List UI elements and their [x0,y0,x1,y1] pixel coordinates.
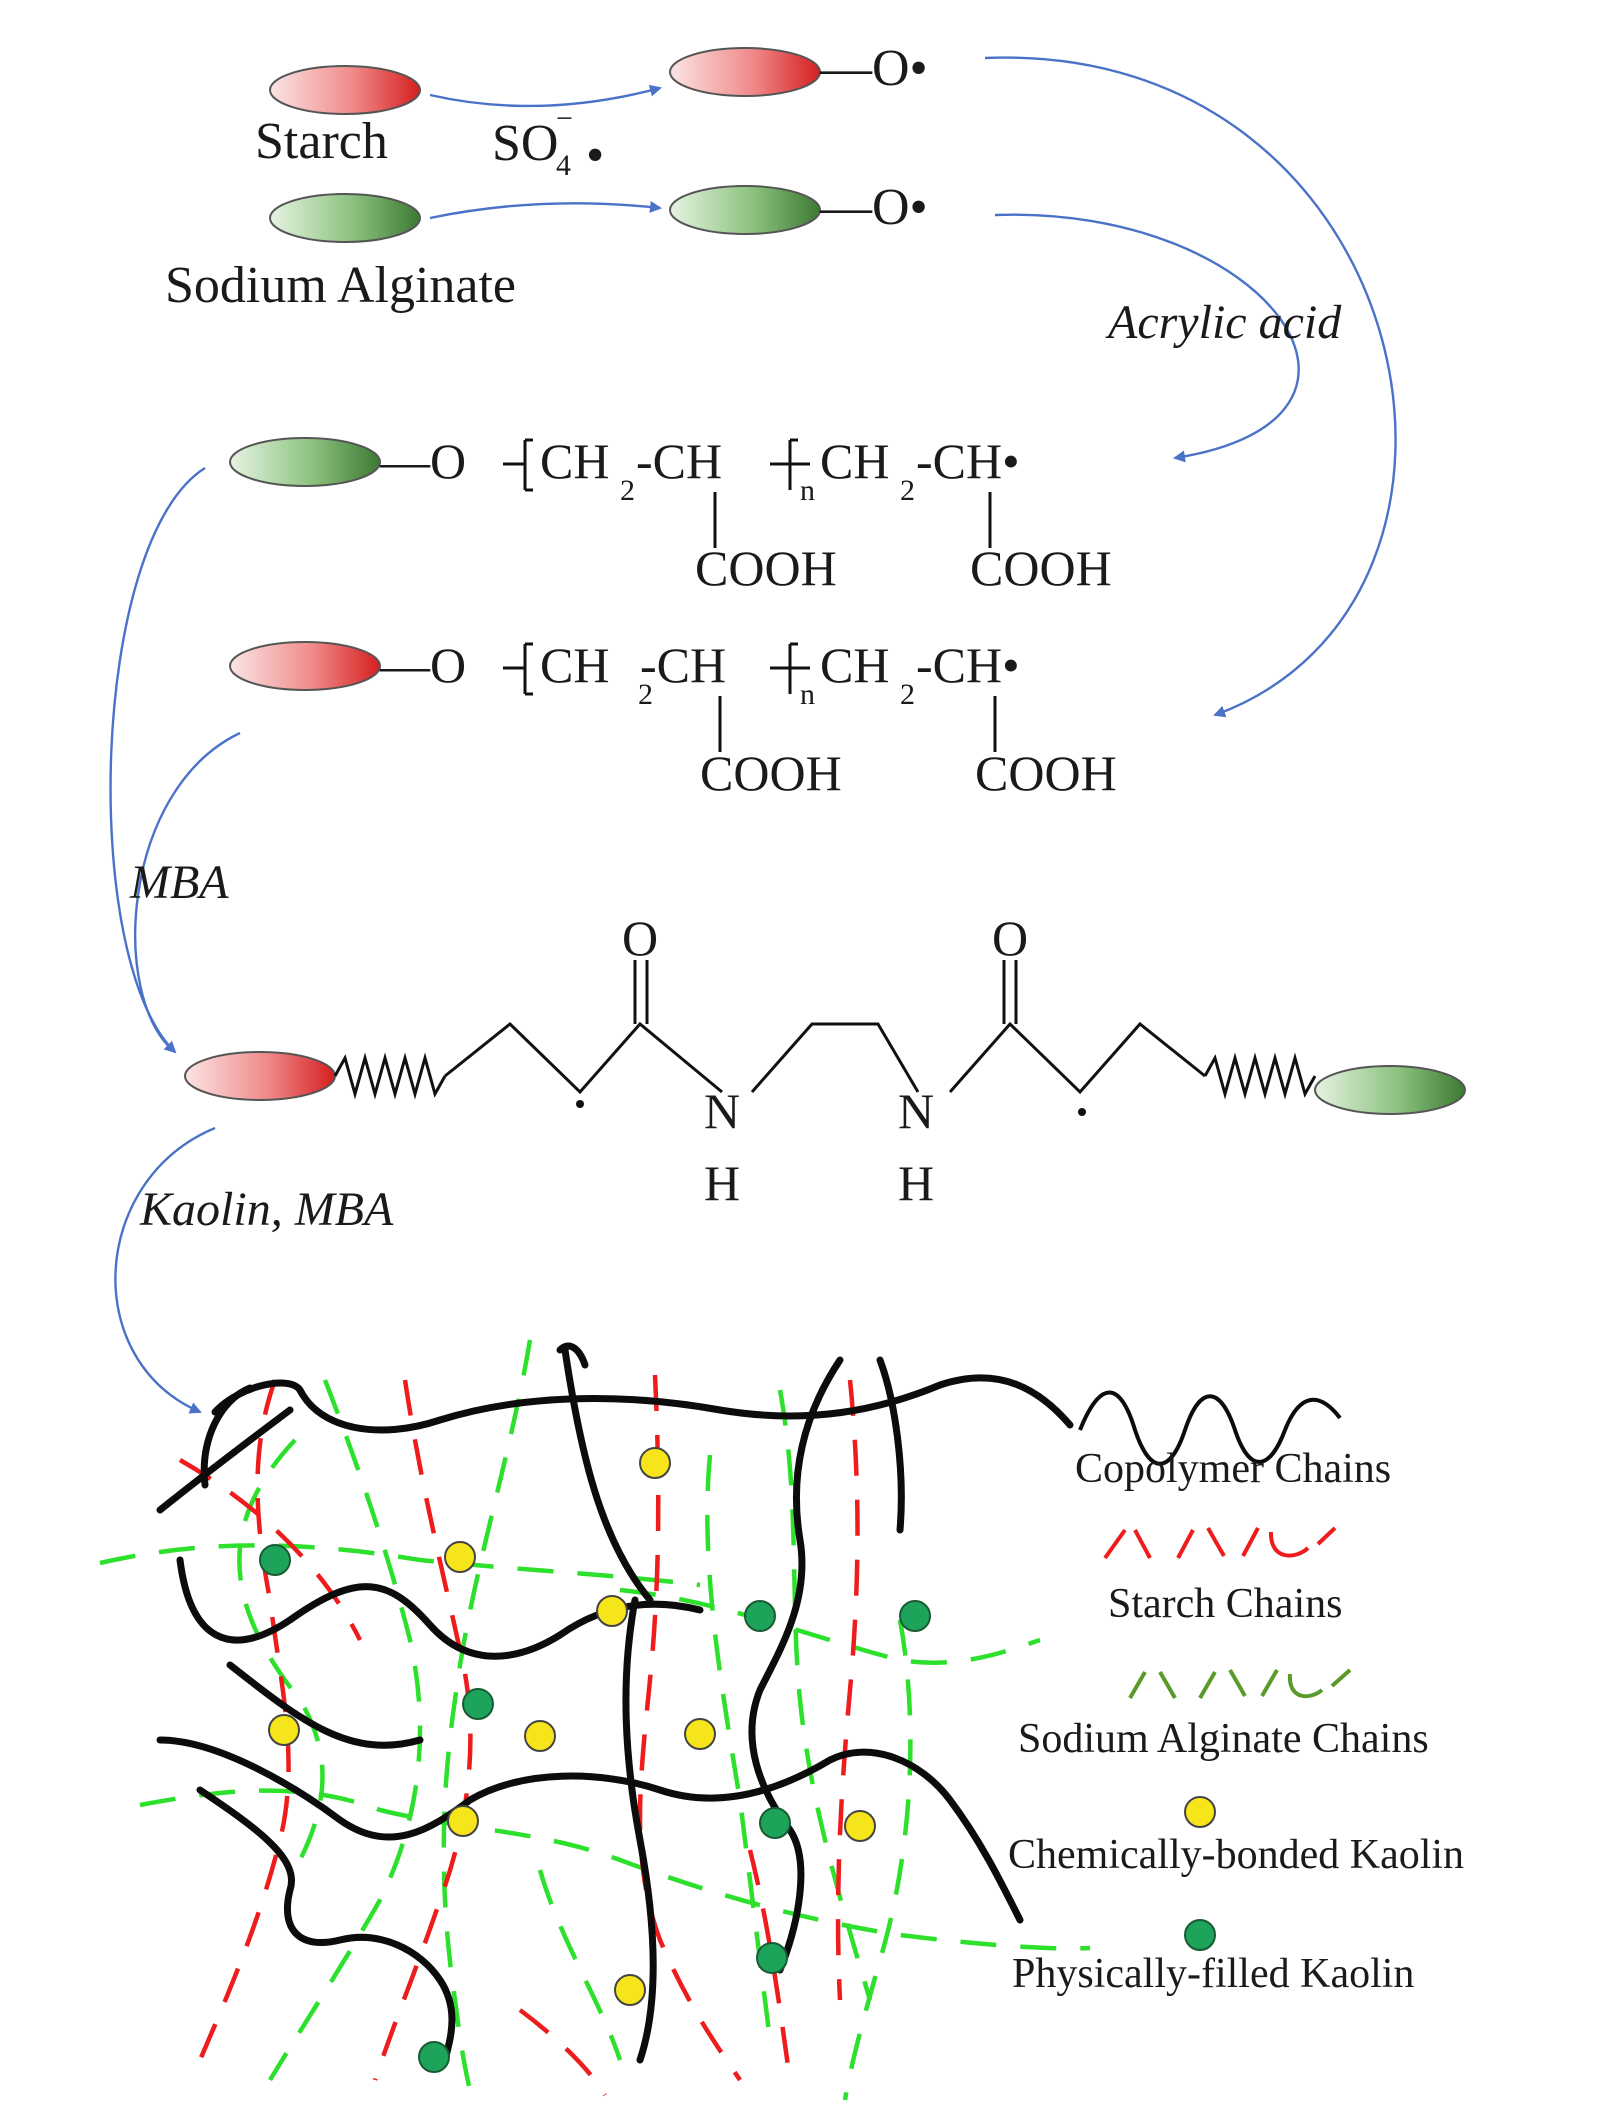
alginate-graft-structure: —O CH 2 -CH n CH 2 -CH• COOH COOH [229,433,1112,596]
svg-text:Copolymer Chains: Copolymer Chains [1075,1446,1391,1492]
svg-text:n: n [800,474,815,507]
svg-text:-CH•: -CH• [916,637,1020,693]
svg-text:H: H [898,1155,934,1211]
legend: Copolymer Chains Starch Chains Sodium Al… [1008,1390,1464,1997]
svg-text:Chemically-bonded Kaolin: Chemically-bonded Kaolin [1008,1832,1464,1878]
starch-graft-to-crosslink-arrow [134,731,241,1053]
svg-text:COOH: COOH [970,540,1112,596]
svg-text:H: H [704,1155,740,1211]
mba-crosslink-structure: CH O N H N H O [184,910,1466,1211]
svg-text:—O•: —O• [819,40,928,97]
svg-text:-CH: -CH [636,433,722,489]
initiator-label: SO 4 − • [492,102,604,184]
initiation-arrow-starch [429,84,662,108]
mba-label: MBA [129,856,229,909]
initiation-arrow-alginate [429,200,662,220]
starch-radical-to-graft-arrow [984,56,1397,718]
crosslink-to-network-arrow [114,1126,216,1414]
svg-text:2: 2 [900,678,915,711]
svg-text:O: O [622,910,658,966]
legend-starch-chains: Starch Chains [1103,1526,1342,1627]
hydrogel-network [99,1339,1091,2101]
svg-text:CH: CH [820,433,889,489]
acrylic-acid-label: Acrylic acid [1105,296,1342,349]
legend-chem-kaolin: Chemically-bonded Kaolin [1008,1796,1464,1878]
kaolin-mba-label: Kaolin, MBA [139,1183,394,1236]
svg-text:—O: —O [379,637,466,693]
svg-text:CH: CH [820,637,889,693]
legend-alginate-chains: Sodium Alginate Chains [1018,1668,1429,1762]
alginate-radical: —O• [669,179,928,236]
starch-radical: —O• [669,40,928,97]
svg-text:—O: —O [379,433,466,489]
svg-text:2: 2 [620,474,635,507]
alginate-graft-to-crosslink-arrow [109,466,206,1054]
phys-kaolin-icon [1184,1919,1216,1951]
svg-text:2: 2 [900,474,915,507]
svg-text:—O•: —O• [819,179,928,236]
alginate-radical-to-graft-arrow [994,213,1300,463]
svg-text:-CH: -CH [640,637,726,693]
starch-reactant: Starch [255,65,421,170]
svg-text:O: O [992,910,1028,966]
svg-text:−: − [556,102,573,135]
svg-text:n: n [800,678,815,711]
legend-phys-kaolin: Physically-filled Kaolin [1012,1919,1414,1997]
alginate-reactant: Sodium Alginate [165,193,516,314]
svg-text:COOH: COOH [975,745,1117,801]
svg-text:CH: CH [540,637,609,693]
legend-copolymer: Copolymer Chains [1075,1390,1391,1492]
svg-text:COOH: COOH [700,745,842,801]
svg-text:Physically-filled Kaolin: Physically-filled Kaolin [1012,1951,1414,1997]
svg-text:Sodium Alginate Chains: Sodium Alginate Chains [1018,1716,1429,1762]
svg-text:•: • [586,127,604,184]
svg-text:Starch Chains: Starch Chains [1108,1581,1342,1627]
starch-label: Starch [255,113,388,170]
svg-text:N: N [898,1083,934,1139]
svg-text:4: 4 [556,149,571,182]
svg-text:N: N [704,1083,740,1139]
svg-text:CH: CH [540,433,609,489]
svg-text:2: 2 [638,678,653,711]
svg-text:SO: SO [492,115,558,172]
sodium-alginate-label: Sodium Alginate [165,257,516,314]
svg-text:-CH•: -CH• [916,433,1020,489]
svg-text:COOH: COOH [695,540,837,596]
chem-kaolin-icon [1184,1796,1216,1828]
starch-graft-structure: —O CH 2 -CH n CH 2 -CH• COOH COOH [229,637,1117,801]
